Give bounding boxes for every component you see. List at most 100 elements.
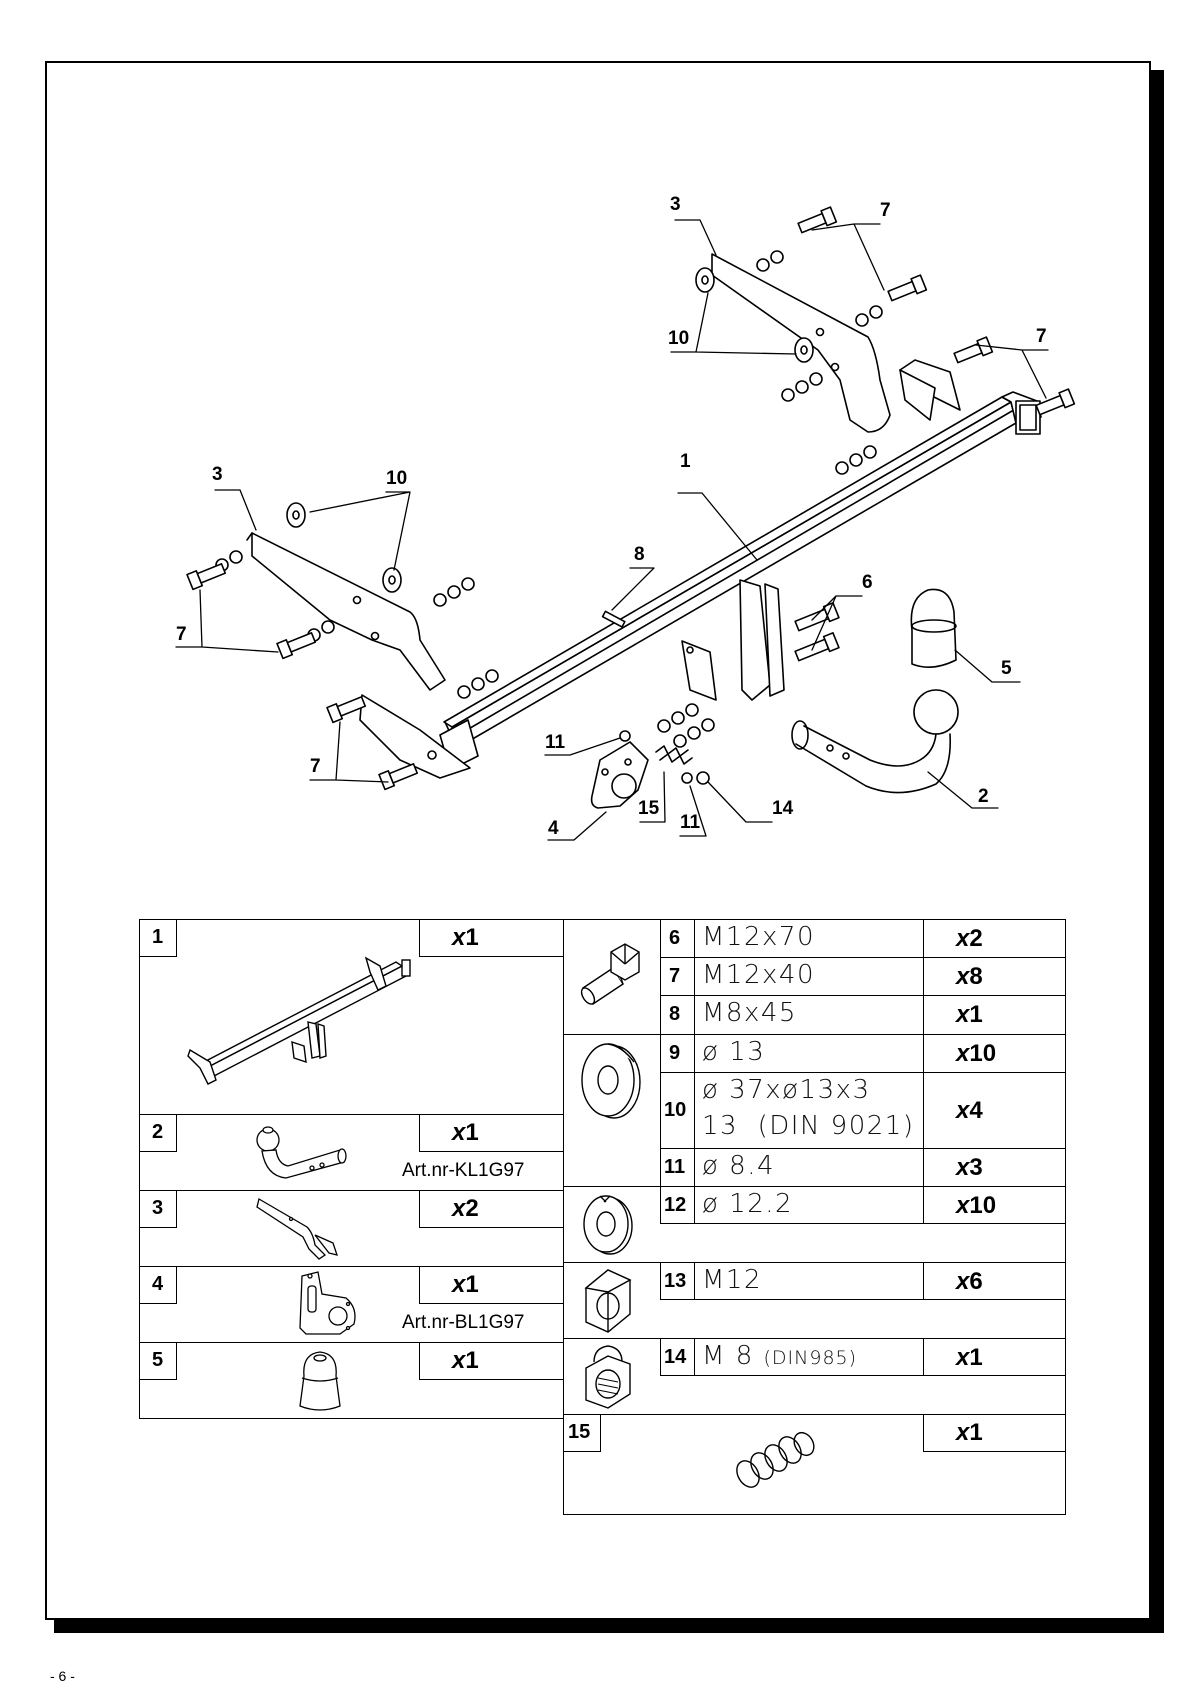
part-15-number: 15	[568, 1421, 591, 1443]
part-7-number: 7	[669, 965, 681, 987]
part-7-spec-box	[694, 957, 924, 996]
part-4-number-box	[139, 1266, 177, 1304]
flat-washer-icon	[581, 1043, 641, 1119]
part-3-number: 3	[152, 1197, 164, 1219]
callout-7-top: 7	[880, 200, 891, 221]
part-4-thumbnail	[299, 1271, 356, 1335]
part-13-qty-box	[923, 1262, 1066, 1300]
part-15-number-box	[563, 1414, 601, 1452]
part-6-qty-box	[923, 919, 1066, 958]
callout-11-right: 11	[680, 812, 701, 833]
part-14-spec-box	[694, 1338, 924, 1376]
bolt-icon	[580, 943, 640, 1005]
part-8-qty-box	[923, 995, 1066, 1035]
callout-3-top: 3	[670, 194, 681, 215]
part-9-qty: x10	[956, 1040, 997, 1067]
lock-nut-icon	[585, 1345, 631, 1409]
hex-nut-icon	[584, 1269, 632, 1333]
main-crossbar	[439, 391, 1042, 771]
page-number: - 6 -	[50, 1668, 75, 1684]
part-9-qty-box	[923, 1034, 1066, 1073]
callout-6: 6	[862, 572, 873, 593]
part-15-qty-box	[923, 1414, 1066, 1452]
part-4-article-number: Art.nr-BL1G97	[402, 1312, 525, 1333]
part-2-article-number: Art.nr-KL1G97	[402, 1160, 525, 1181]
part-12-spec: ø 12.2	[702, 1189, 794, 1219]
callout-8: 8	[634, 544, 645, 565]
part-13-spec: M12	[702, 1265, 763, 1295]
part-2-thumbnail	[256, 1126, 347, 1179]
part-14-qty: x1	[956, 1344, 983, 1371]
part-14-number: 14	[664, 1346, 687, 1368]
part-9-spec: ø 13	[702, 1037, 766, 1067]
callout-7-left: 7	[176, 624, 187, 645]
center-mounting-plates	[681, 579, 785, 701]
part-5-number-box	[139, 1342, 177, 1380]
nut-washer-stacks	[215, 250, 883, 785]
part-3-qty-box	[419, 1190, 564, 1228]
bolts	[186, 206, 1076, 791]
large-washers	[286, 267, 814, 593]
part-13-qty: x6	[956, 1268, 983, 1295]
callout-1: 1	[680, 451, 691, 472]
left-side-bracket	[246, 532, 471, 779]
part-5-qty-box	[419, 1342, 564, 1380]
part-11-spec-box	[694, 1148, 924, 1187]
part-8-spec-box	[694, 995, 924, 1035]
leader-lines	[175, 219, 1049, 841]
part-9-spec-box	[694, 1034, 924, 1073]
part-3-number-box	[139, 1190, 177, 1228]
callout-4: 4	[548, 818, 559, 839]
part-11-number: 11	[664, 1156, 686, 1178]
part-11-qty-box	[923, 1148, 1066, 1187]
part-2-number-box	[139, 1114, 177, 1152]
callout-7-right: 7	[1036, 326, 1047, 347]
part-13-number: 13	[664, 1270, 687, 1292]
part-5-thumbnail	[299, 1351, 341, 1411]
spring-washer-icon	[583, 1195, 633, 1255]
part-11-qty: x3	[956, 1154, 983, 1181]
part-7-qty-box	[923, 957, 1066, 996]
part-6-qty: x2	[956, 925, 983, 952]
tow-ball-neck	[791, 689, 959, 794]
part-6-number: 6	[669, 927, 681, 949]
part-14-spec: M 8 (DIN985)	[702, 1341, 858, 1371]
part-1-number: 1	[152, 926, 164, 948]
callout-3-left: 3	[212, 464, 223, 485]
part-4-number: 4	[152, 1273, 164, 1295]
part-12-qty: x10	[956, 1192, 997, 1219]
part-1-qty: x1	[452, 924, 479, 951]
part-8-number-box	[660, 995, 695, 1035]
part-5-number: 5	[152, 1349, 164, 1371]
part-10-spec-line2: 13 (DIN 9021)	[702, 1111, 915, 1141]
callout-14: 14	[772, 798, 794, 819]
part-10-number: 10	[664, 1099, 687, 1121]
part-14-qty-box	[923, 1338, 1066, 1376]
part-1-number-box	[139, 919, 177, 957]
callout-10-left: 10	[386, 468, 408, 489]
part-6-spec: M12x70	[702, 922, 815, 952]
callout-7-bottom: 7	[310, 756, 321, 777]
part-7-qty: x8	[956, 963, 983, 990]
part-14-number-box	[660, 1338, 695, 1376]
part-15-qty: x1	[956, 1419, 983, 1446]
part-1-qty-box	[419, 919, 564, 957]
part-5-qty: x1	[452, 1347, 479, 1374]
part-4-qty: x1	[452, 1271, 479, 1298]
part-8-number: 8	[669, 1003, 681, 1025]
callout-10-top: 10	[668, 328, 690, 349]
part-4-qty-box	[419, 1266, 564, 1304]
part-13-spec-box	[694, 1262, 924, 1300]
part-9-number: 9	[669, 1042, 681, 1064]
part-3-qty: x2	[452, 1195, 479, 1222]
part-11-spec: ø 8.4	[702, 1151, 776, 1181]
part-10-qty: x4	[956, 1097, 983, 1124]
part-1-thumbnail	[187, 956, 411, 1085]
part-2-number: 2	[152, 1121, 164, 1143]
part-10-qty-box	[923, 1072, 1066, 1149]
spring	[655, 745, 693, 765]
spring-icon	[736, 1431, 815, 1488]
part-8-spec: M8x45	[702, 998, 797, 1028]
callout-5: 5	[1001, 658, 1012, 679]
